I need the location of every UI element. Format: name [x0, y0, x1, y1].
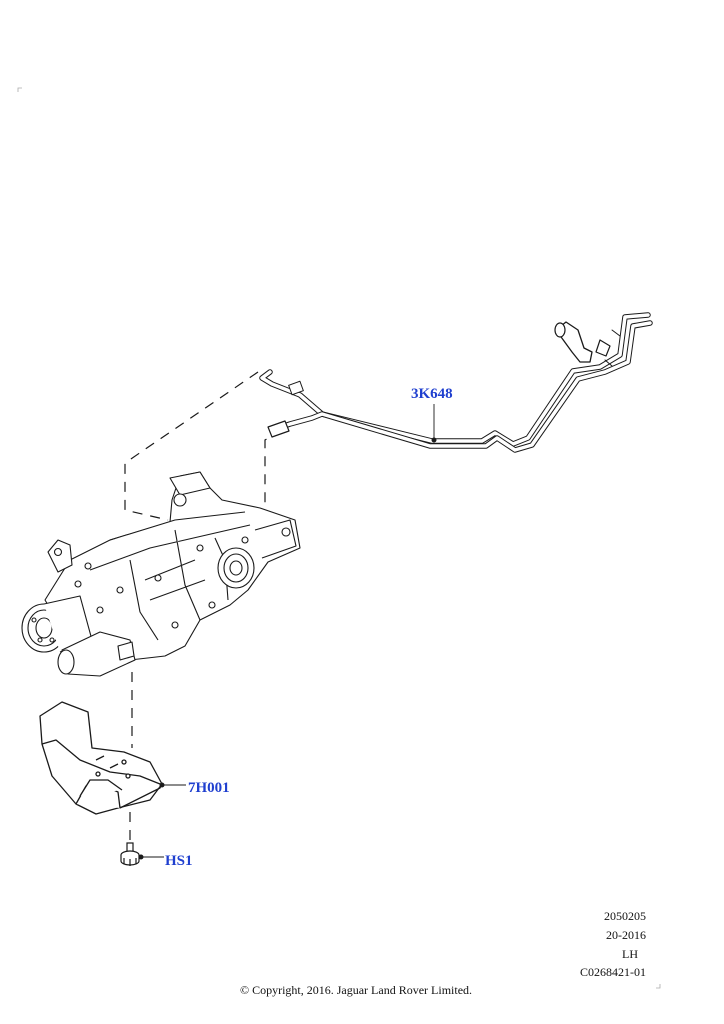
diagram-code-2: 20-2016	[606, 928, 646, 942]
corner-mark-bottom-right	[656, 984, 661, 989]
callout-3K648[interactable]: 3K648	[411, 386, 453, 402]
bolt[interactable]	[120, 842, 140, 866]
illustration-id: C0268421-01	[580, 965, 646, 979]
copyright-notice: © Copyright, 2016. Jaguar Land Rover Lim…	[239, 983, 473, 997]
corner-mark-top-left	[17, 87, 22, 92]
callout-HS1[interactable]: HS1	[165, 853, 193, 869]
line-assembly[interactable]	[259, 312, 653, 453]
callout-7H001[interactable]: 7H001	[188, 780, 230, 796]
differential-housing	[21, 471, 301, 677]
heat-shield[interactable]	[39, 701, 163, 815]
diagram-side: LH	[622, 947, 638, 961]
diagram-code-1: 2050205	[604, 909, 646, 923]
